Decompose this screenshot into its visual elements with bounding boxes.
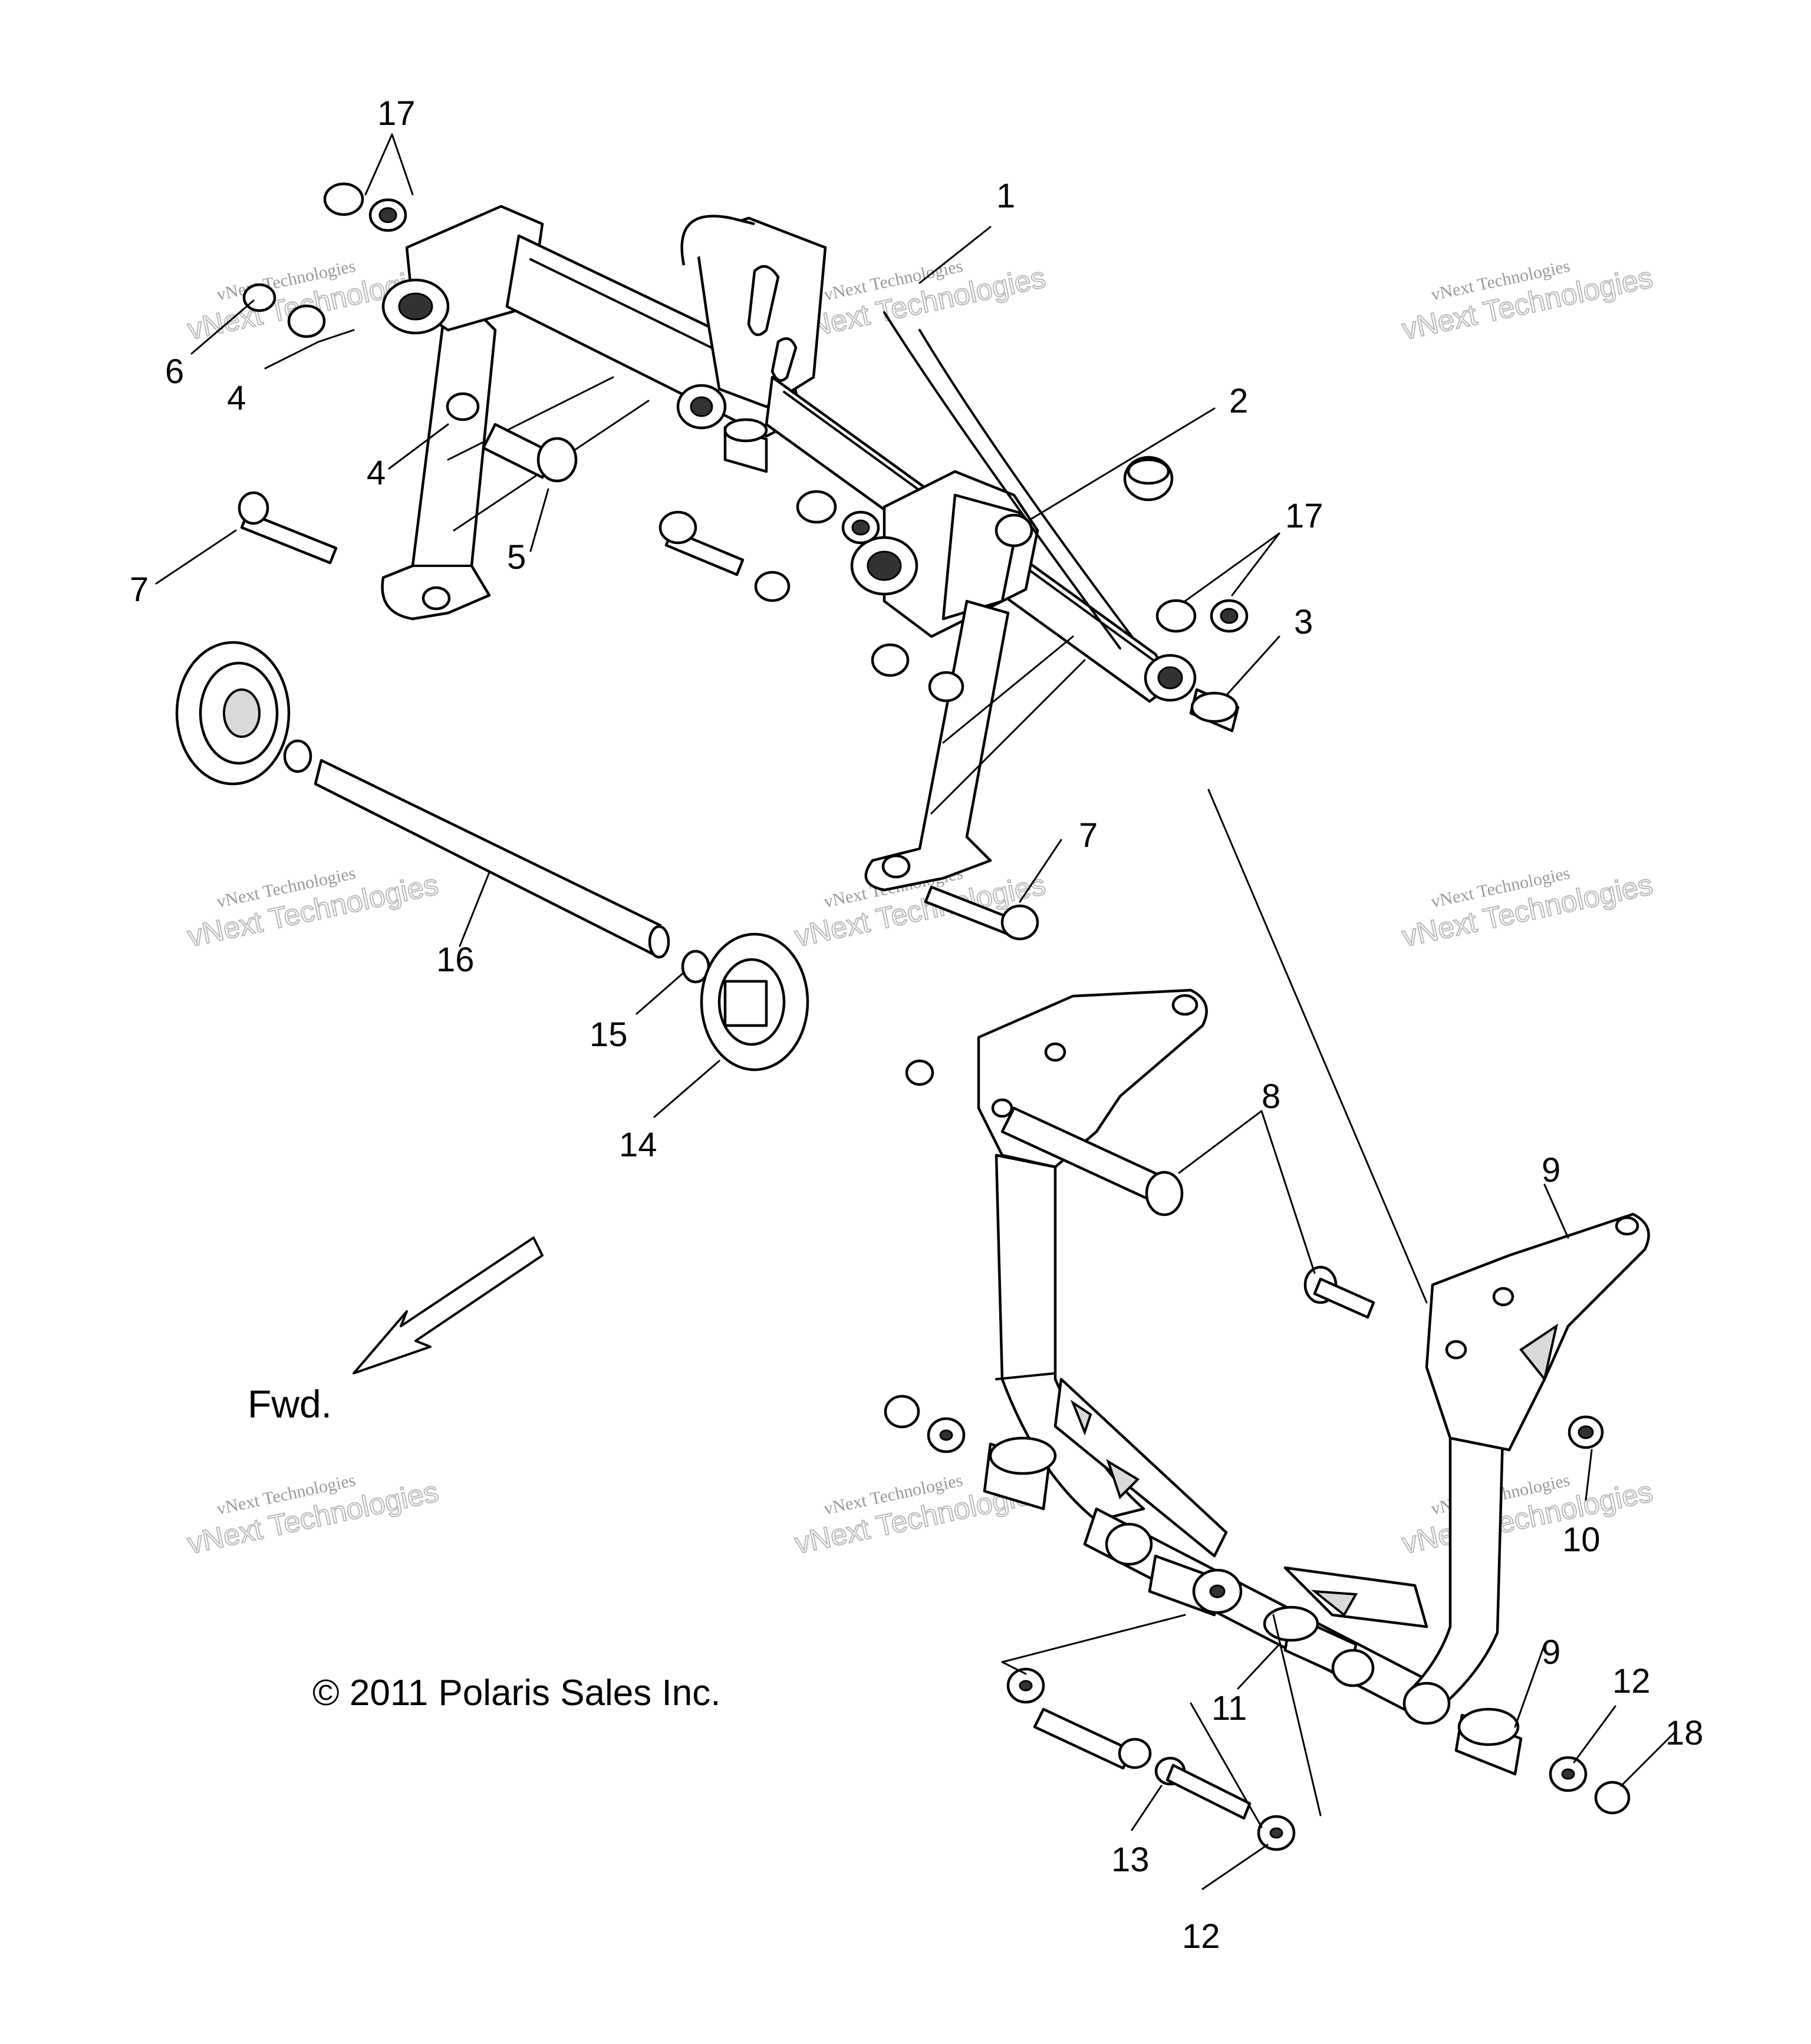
- leader-lines: [155, 133, 1675, 1890]
- callout-labels: 17 1 6 4 4 2 5 7 17 3 7 16 15 14 8 9 10 …: [130, 94, 1704, 1956]
- callout-9-lower: 9: [1542, 1633, 1560, 1672]
- callout-1: 1: [996, 177, 1015, 215]
- copyright-text: © 2011 Polaris Sales Inc.: [312, 1673, 720, 1713]
- callout-11: 11: [1211, 1689, 1247, 1727]
- callout-12-right: 12: [1612, 1662, 1651, 1700]
- bushings-upper: [238, 182, 1249, 941]
- callout-7-lower: 7: [1079, 816, 1098, 855]
- rear-arm-assembly: [977, 789, 1650, 1723]
- callout-2: 2: [1229, 382, 1248, 420]
- callout-10: 10: [1562, 1521, 1601, 1559]
- callout-6: 6: [165, 352, 184, 391]
- callout-4-mid: 4: [367, 454, 386, 492]
- forward-label: Fwd.: [248, 1382, 332, 1426]
- callout-8: 8: [1262, 1077, 1280, 1116]
- callout-9-upper: 9: [1542, 1151, 1560, 1189]
- bushings-lower: [884, 1059, 1631, 1851]
- callout-17-top: 17: [377, 94, 416, 133]
- callout-3: 3: [1294, 603, 1313, 641]
- idler-wheel-assembly: [175, 641, 809, 1072]
- callout-12-bottom: 12: [1182, 1917, 1220, 1956]
- callout-7-left: 7: [130, 571, 149, 609]
- callout-17-right: 17: [1285, 497, 1323, 535]
- callout-16: 16: [436, 941, 475, 979]
- callout-15: 15: [590, 1016, 628, 1054]
- callout-14: 14: [619, 1126, 657, 1164]
- callout-18: 18: [1665, 1714, 1704, 1752]
- callout-13: 13: [1111, 1841, 1150, 1879]
- front-arm-assembly: [381, 205, 1197, 892]
- callout-5: 5: [507, 538, 526, 576]
- callout-4-left: 4: [227, 379, 246, 417]
- forward-arrow-icon: [353, 1237, 544, 1374]
